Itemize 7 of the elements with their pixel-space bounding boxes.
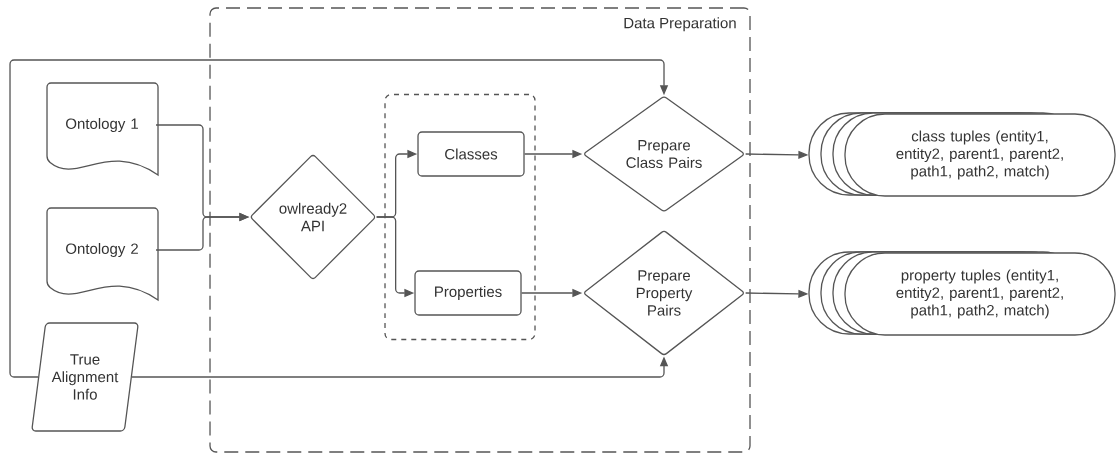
data-parallelogram: True Alignment Info [31,322,139,432]
node-label: property tuples (entity1, entity2, parent1, parent2, path1, path2, match) [896,269,1063,319]
node-label: class tuples (entity1, entity2, parent1, parent2, path1, path2, match) [896,130,1063,180]
process-box: Properties [414,270,522,316]
arrow [9,59,669,378]
dotted-group-box [384,93,536,341]
process-box: Classes [417,131,525,177]
